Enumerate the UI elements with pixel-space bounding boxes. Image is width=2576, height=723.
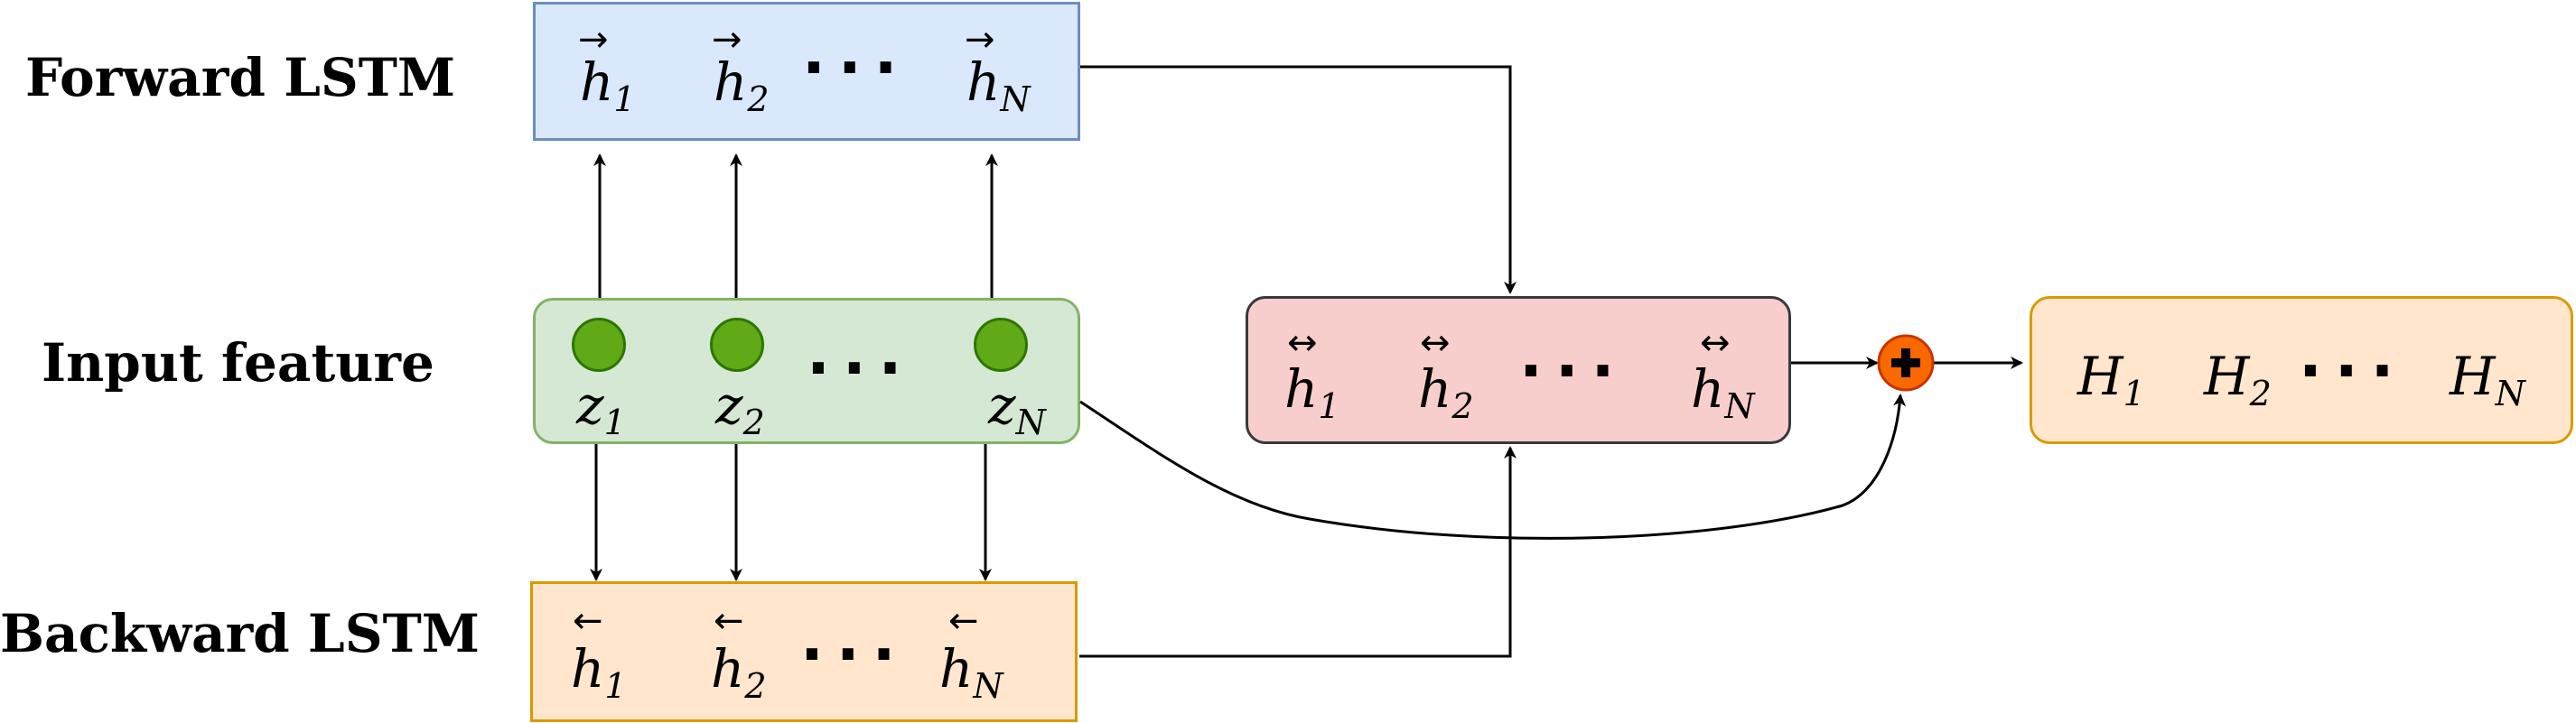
backward-hN: hN xyxy=(939,638,1003,706)
forward-h2: h2 xyxy=(714,51,770,119)
output-ellipsis: ··· xyxy=(2299,336,2407,407)
input-node-N xyxy=(974,318,1028,372)
bi-ellipsis: ··· xyxy=(1519,336,1628,407)
backward-h2: h2 xyxy=(711,638,767,706)
arrow-forward-to-bi xyxy=(1080,65,1517,294)
input-node-2 xyxy=(710,318,764,372)
arrow-residual-to-sum xyxy=(1079,394,1907,540)
output-H1: H1 xyxy=(2077,346,2145,413)
input-z1: z1 xyxy=(576,375,626,442)
arrow-backward-to-bi xyxy=(1079,446,1517,658)
forward-hN: hN xyxy=(966,51,1031,119)
input-node-1 xyxy=(572,318,626,372)
bidirectional-box xyxy=(1246,296,1791,444)
backward-arrow-accent: ← xyxy=(714,600,744,642)
input-ellipsis: ··· xyxy=(807,333,915,404)
backward-arrow-accent: ← xyxy=(573,600,603,642)
input-z2: z2 xyxy=(715,375,765,442)
forward-lstm-box xyxy=(533,2,1080,141)
output-HN: HN xyxy=(2450,346,2525,413)
forward-lstm-label: Forward LSTM xyxy=(25,47,456,108)
backward-arrow-accent: ← xyxy=(948,600,979,642)
forward-h1: h1 xyxy=(580,51,636,119)
bi-h2: h2 xyxy=(1418,358,1474,426)
backward-h1: h1 xyxy=(571,638,627,706)
input-zN: zN xyxy=(988,375,1046,442)
backward-ellipsis: ··· xyxy=(800,619,909,691)
forward-arrow-accent: → xyxy=(578,19,609,60)
output-box xyxy=(2030,296,2573,444)
bi-h1: h1 xyxy=(1284,358,1340,426)
forward-ellipsis: ··· xyxy=(802,32,910,104)
backward-lstm-box xyxy=(530,581,1078,722)
bi-arrow-accent: ↔ xyxy=(1700,322,1731,364)
bi-arrow-accent: ↔ xyxy=(1420,322,1451,364)
bi-arrow-accent: ↔ xyxy=(1287,322,1318,364)
forward-arrow-accent: → xyxy=(712,19,742,60)
output-H2: H2 xyxy=(2204,346,2272,413)
sum-node xyxy=(1877,334,1935,392)
backward-lstm-label: Backward LSTM xyxy=(0,603,480,664)
bi-hN: hN xyxy=(1691,358,1755,426)
forward-arrow-accent: → xyxy=(965,19,995,60)
input-feature-label: Input feature xyxy=(42,332,434,394)
